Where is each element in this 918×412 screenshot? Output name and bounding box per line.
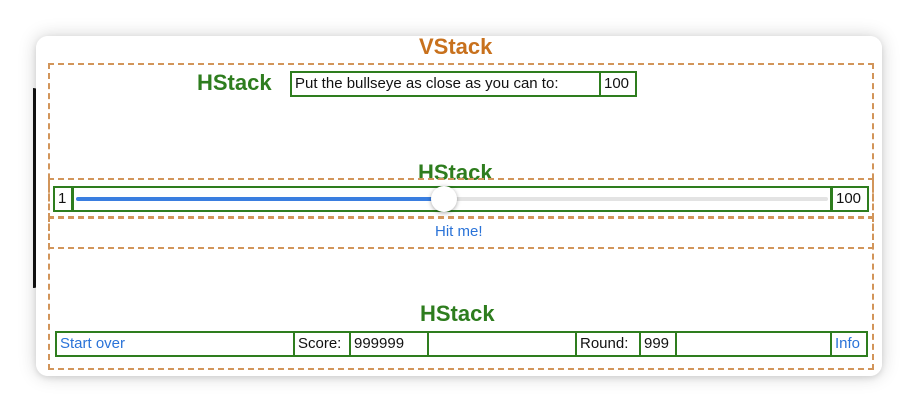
info-button[interactable]: Info: [830, 331, 868, 357]
round-value: 999: [639, 331, 677, 357]
target-value-text: 100: [599, 71, 637, 97]
score-label: Score:: [293, 331, 351, 357]
slider-thumb[interactable]: [431, 186, 457, 212]
round-label: Round:: [575, 331, 641, 357]
slider-track: [444, 197, 828, 201]
slider-fill: [76, 197, 444, 201]
hstack-top-label: HStack: [197, 70, 272, 95]
slider[interactable]: [72, 186, 832, 212]
hit-me-button[interactable]: Hit me!: [435, 223, 483, 240]
hstack-bottom-label: HStack: [420, 301, 495, 326]
score-value: 999999: [349, 331, 429, 357]
start-over-button[interactable]: Start over: [55, 331, 295, 357]
slider-min-label: 1: [53, 186, 73, 212]
hit-button-container: [48, 216, 874, 249]
vstack-label: VStack: [419, 36, 493, 59]
slider-max-label: 100: [831, 186, 869, 212]
app-screen: VStack HStack Put the bullseye as close …: [36, 36, 882, 376]
round-spacer: [675, 331, 832, 357]
target-prompt-text: Put the bullseye as close as you can to:: [290, 71, 601, 97]
slider-row-container: [48, 178, 874, 219]
score-spacer: [427, 331, 577, 357]
